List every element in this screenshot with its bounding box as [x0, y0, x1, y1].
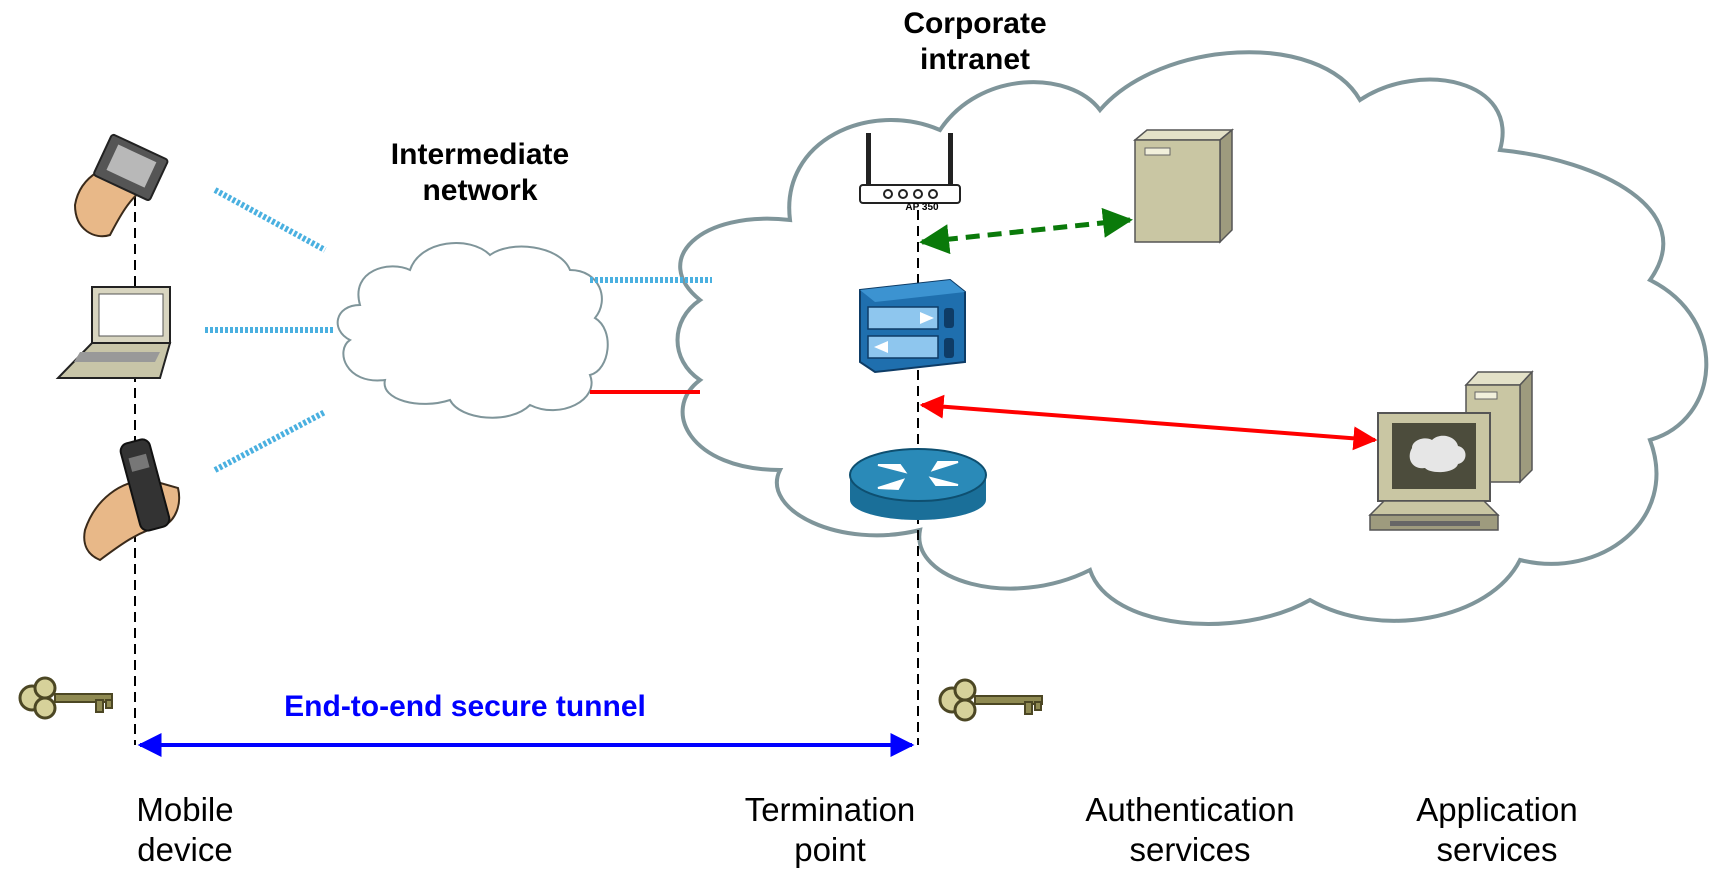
cell-phone-in-hand-icon [83, 438, 181, 562]
access-point-icon [859, 133, 961, 204]
corporate-intranet-label-line2: intranet [919, 43, 1030, 76]
authentication-link-arrow [919, 207, 1133, 255]
mobile-device-label-line2: device [137, 830, 233, 868]
mobile-device-label: Mobile device [55, 790, 315, 869]
intermediate-network-cloud [336, 242, 609, 419]
corporate-intranet-label: Corporate intranet [860, 6, 1090, 78]
termination-point-label: Termination point [700, 790, 960, 869]
intermediate-network-label-line1: Intermediate [390, 138, 570, 171]
vpn-concentrator-icon [859, 278, 966, 374]
authentication-services-label: Authentication services [1060, 790, 1320, 869]
application-services-label-line2: services [1436, 830, 1558, 868]
key-icon [938, 678, 1043, 722]
application-link-arrow [919, 394, 1378, 451]
access-point-model-label: AP 350 [905, 202, 939, 213]
wireless-link-phone [213, 409, 327, 473]
application-workstation-icon [1368, 370, 1534, 531]
application-services-label: Application services [1367, 790, 1627, 869]
authentication-services-label-line2: services [1129, 830, 1251, 868]
corporate-intranet-label-line1: Corporate [903, 7, 1047, 40]
authentication-server-icon [1132, 128, 1235, 244]
mobile-device-label-line1: Mobile [136, 791, 234, 828]
router-icon [849, 448, 987, 520]
intermediate-network-label: Intermediate network [360, 137, 600, 209]
authentication-services-label-line1: Authentication [1085, 791, 1295, 828]
laptop-icon [55, 286, 172, 379]
intermediate-network-label-line2: network [422, 174, 538, 207]
wireless-link-pda [213, 187, 327, 253]
application-services-label-line1: Application [1416, 791, 1578, 828]
key-icon [18, 676, 113, 720]
termination-point-label-line1: Termination [744, 791, 916, 828]
secure-tunnel-label: End-to-end secure tunnel [284, 690, 646, 723]
pda-in-hand-icon [73, 133, 169, 238]
termination-point-label-line2: point [794, 830, 866, 868]
